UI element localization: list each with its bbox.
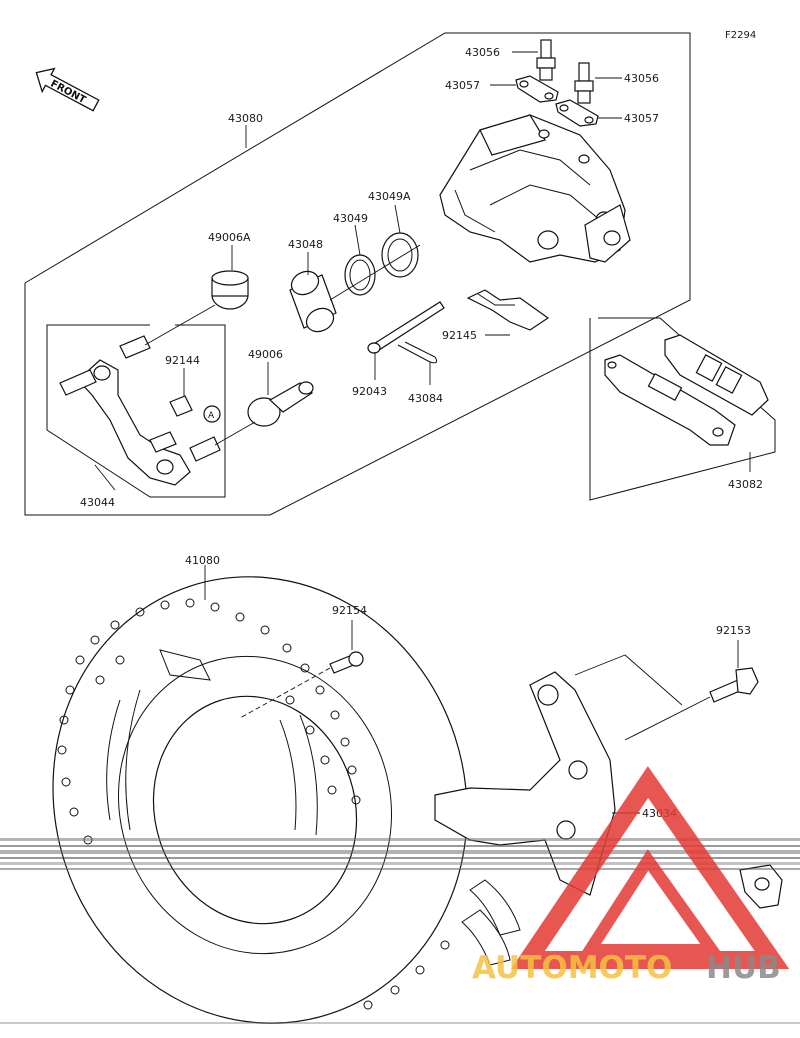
bolt-92154-icon	[329, 651, 364, 674]
pad-back-icon	[664, 334, 769, 416]
cap-right-icon	[555, 99, 599, 127]
caliper-assembly-box	[24, 32, 691, 516]
label-43082: 43082	[728, 478, 763, 491]
leader-43044	[94, 464, 116, 491]
label-43049a: 43049A	[368, 190, 411, 203]
label-43084: 43084	[408, 392, 443, 405]
clip-icon	[397, 341, 438, 364]
leader-43049a	[394, 204, 401, 234]
watermark-triangle-inner	[578, 849, 724, 956]
label-43049: 43049	[333, 212, 368, 225]
cap-left-icon	[515, 75, 559, 103]
label-43056-right: 43056	[624, 72, 659, 85]
bracket-icon	[59, 335, 221, 486]
piston-icon	[289, 270, 337, 333]
axis-line-disc-bolt	[239, 667, 331, 719]
watermark-logo	[511, 766, 790, 969]
label-43048: 43048	[288, 238, 323, 251]
watermark-text-right: HUB	[706, 950, 781, 986]
front-arrow-icon: FRONT	[35, 67, 100, 112]
label-92153: 92153	[716, 624, 751, 637]
label-43080: 43080	[228, 112, 263, 125]
label-41080: 41080	[185, 554, 220, 567]
callout-a-label: A	[208, 411, 215, 421]
figure-code: F2294	[725, 30, 756, 41]
seal-49006a-icon	[211, 270, 249, 310]
watermark-text-left: AUTOMOTO	[472, 950, 672, 986]
axis-line-bracket-upper	[144, 304, 216, 346]
label-92145: 92145	[442, 329, 477, 342]
seal-49006-icon	[247, 381, 314, 427]
front-label: FRONT	[49, 78, 88, 106]
spring-92144-icon	[169, 395, 193, 417]
scan-noise-band	[0, 838, 800, 1024]
caliper-body	[439, 114, 631, 263]
seal-43049a-icon	[381, 232, 419, 278]
label-92043: 92043	[352, 385, 387, 398]
brake-disc-icon	[52, 576, 521, 1024]
spring-92145-icon	[466, 289, 550, 331]
axis-line-holder-top2	[574, 654, 626, 676]
label-92154: 92154	[332, 604, 367, 617]
label-43057-right: 43057	[624, 112, 659, 125]
callout-a-circle	[203, 405, 221, 423]
label-92144: 92144	[165, 354, 200, 367]
pads-box	[589, 317, 776, 501]
leader-43049	[354, 224, 361, 256]
holder-extension-icon	[739, 864, 783, 909]
axis-line-holder-bolt	[624, 696, 711, 741]
pad-front-icon	[604, 354, 736, 446]
axis-line-piston	[329, 244, 421, 301]
bolt-92153-icon	[709, 667, 759, 703]
label-43056-top: 43056	[465, 46, 500, 59]
label-49006: 49006	[248, 348, 283, 361]
label-49006a: 49006A	[208, 231, 251, 244]
watermark-triangle-outer	[511, 766, 790, 969]
label-43057-left: 43057	[445, 79, 480, 92]
pin-icon	[367, 301, 445, 354]
axis-line-bracket-lower	[214, 421, 256, 446]
bleed-valve-top-icon	[536, 39, 556, 81]
bleed-valve-right-icon	[574, 62, 594, 104]
disc-holes	[57, 598, 450, 1010]
axis-line-holder-top	[624, 654, 683, 706]
label-43044: 43044	[80, 496, 115, 509]
bracket-box	[46, 324, 226, 498]
